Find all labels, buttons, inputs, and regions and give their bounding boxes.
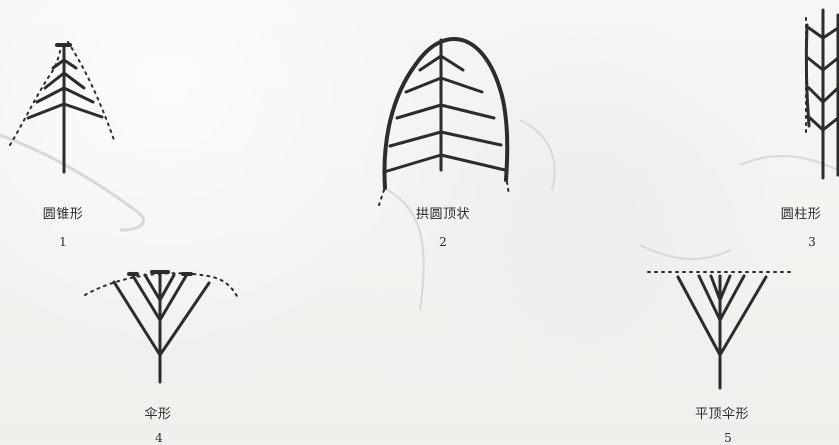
figure-2-label: 拱圆顶状 xyxy=(415,207,471,222)
umbrella-crown-figure xyxy=(84,270,239,384)
figure-3-label: 圆柱形 xyxy=(780,207,822,222)
background-marks xyxy=(0,119,839,311)
figure-3-number: 3 xyxy=(808,235,816,249)
figure-4-label: 伞形 xyxy=(144,407,172,422)
figure-4-number: 4 xyxy=(155,431,163,445)
figure-1-number: 1 xyxy=(59,235,67,249)
conical-crown-figure xyxy=(9,41,115,174)
figure-1-label: 圆锥形 xyxy=(42,207,84,222)
figure-5-label: 平顶伞形 xyxy=(694,407,750,422)
figure-5-number: 5 xyxy=(724,431,732,445)
rounded-dome-figure xyxy=(378,37,510,206)
flat-top-umbrella-figure xyxy=(647,271,796,390)
figure-2-number: 2 xyxy=(439,235,447,249)
cylindrical-crown-figure xyxy=(804,8,839,180)
